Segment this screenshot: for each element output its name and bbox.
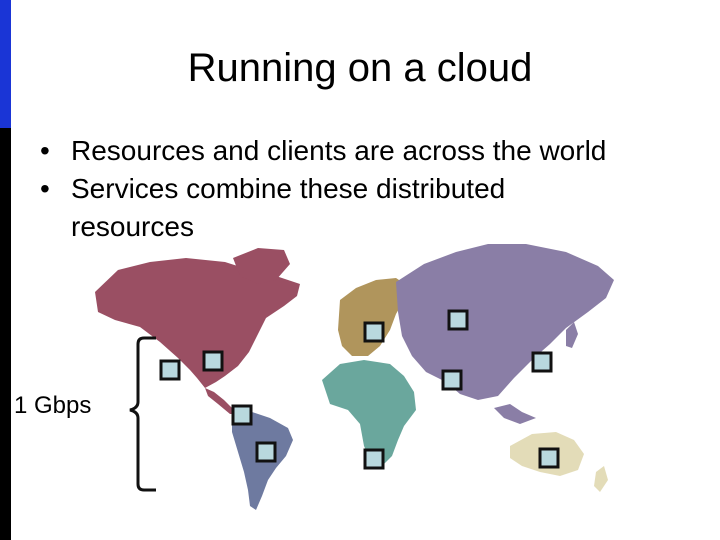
island-new-zealand <box>594 466 608 492</box>
resource-nodes <box>159 309 560 470</box>
islands-southeast-asia <box>494 404 536 424</box>
left-accent-bar-blue <box>0 0 11 128</box>
bullet-text: Services combine these distributed resou… <box>71 173 506 242</box>
bullet-dot: • <box>40 135 50 166</box>
slide-title: Running on a cloud <box>187 46 533 90</box>
resource-node-na-west <box>159 359 181 381</box>
bullet-item: • Resources and clients are across the w… <box>40 132 620 170</box>
bullet-list: • Resources and clients are across the w… <box>40 132 620 246</box>
resource-node-south-america-south <box>255 441 277 463</box>
continent-asia <box>396 244 614 400</box>
continent-europe <box>338 278 408 356</box>
resource-node-asia-east <box>531 351 553 373</box>
resource-node-asia-south <box>441 369 463 391</box>
continent-central-america <box>205 388 236 414</box>
resource-node-australia <box>538 447 560 469</box>
bandwidth-bracket <box>129 336 156 492</box>
island-japan <box>566 322 578 348</box>
continent-africa <box>322 360 416 468</box>
continent-greenland <box>233 248 290 284</box>
bandwidth-label: 1 Gbps <box>14 392 96 420</box>
bullet-dot: • <box>40 173 50 204</box>
resource-node-na-central <box>202 350 224 372</box>
continent-north-america <box>95 258 300 388</box>
left-accent-bar-black <box>0 128 11 540</box>
bullet-item: • Services combine these distributed res… <box>40 170 620 246</box>
resource-node-south-america-north <box>231 404 253 426</box>
resource-node-asia-north <box>447 309 469 331</box>
resource-node-africa <box>363 448 385 470</box>
bullet-text: Resources and clients are across the wor… <box>71 135 607 166</box>
resource-node-europe <box>363 321 385 343</box>
